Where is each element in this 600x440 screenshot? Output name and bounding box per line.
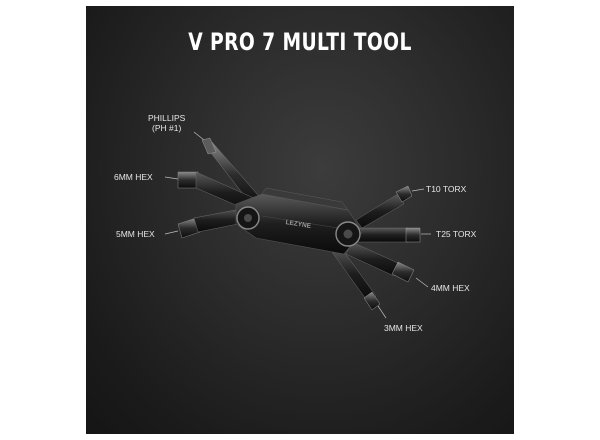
label-hex6: 6MM HEX: [114, 172, 153, 182]
hex3-bit: [331, 245, 381, 311]
leader-lines: [164, 131, 431, 319]
phillips-bit: [201, 137, 265, 209]
leader-hex6: [164, 176, 179, 180]
leader-hex5: [164, 230, 179, 235]
label-hex4: 4MM HEX: [431, 283, 470, 293]
tool-body: [235, 187, 363, 255]
multi-tool-illustration: LEZYNE: [164, 131, 431, 319]
t25-bit: [357, 227, 421, 243]
leader-phillips: [193, 131, 205, 141]
brand-mark: LEZYNE: [285, 219, 312, 230]
t10-bit: [355, 185, 413, 229]
label-hex5: 5MM HEX: [116, 229, 155, 239]
leader-hex3: [377, 305, 387, 319]
hex4-bit: [345, 241, 415, 283]
leader-t10: [411, 188, 425, 192]
label-t10: T10 TORX: [426, 184, 467, 194]
label-phillips-line2: (PH #1): [152, 123, 182, 133]
product-image-panel: V PRO 7 MULTI TOOL: [86, 6, 514, 434]
leader-hex4: [415, 277, 429, 288]
label-phillips: PHILLIPS (PH #1): [148, 113, 185, 133]
label-phillips-line1: PHILLIPS: [148, 113, 186, 123]
label-hex3: 3MM HEX: [384, 323, 423, 333]
label-t25: T25 TORX: [436, 229, 477, 239]
product-title: V PRO 7 MULTI TOOL: [188, 28, 412, 56]
